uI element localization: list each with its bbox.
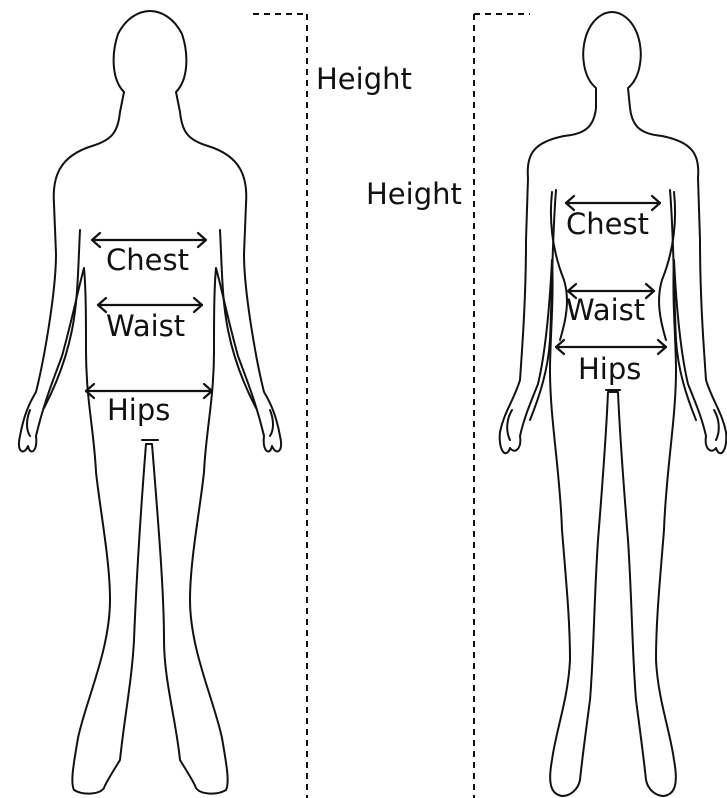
female-waist-label: Waist [566,296,645,325]
female-body-outline [500,12,727,796]
female-chest-label: Chest [566,210,649,239]
female-figure [474,12,726,798]
male-height-label: Height [316,65,412,94]
male-hips-label: Hips [107,396,170,425]
male-chest-label: Chest [106,246,189,275]
female-height-label: Height [366,180,462,209]
male-waist-label: Waist [106,312,185,341]
female-hips-label: Hips [578,355,641,384]
